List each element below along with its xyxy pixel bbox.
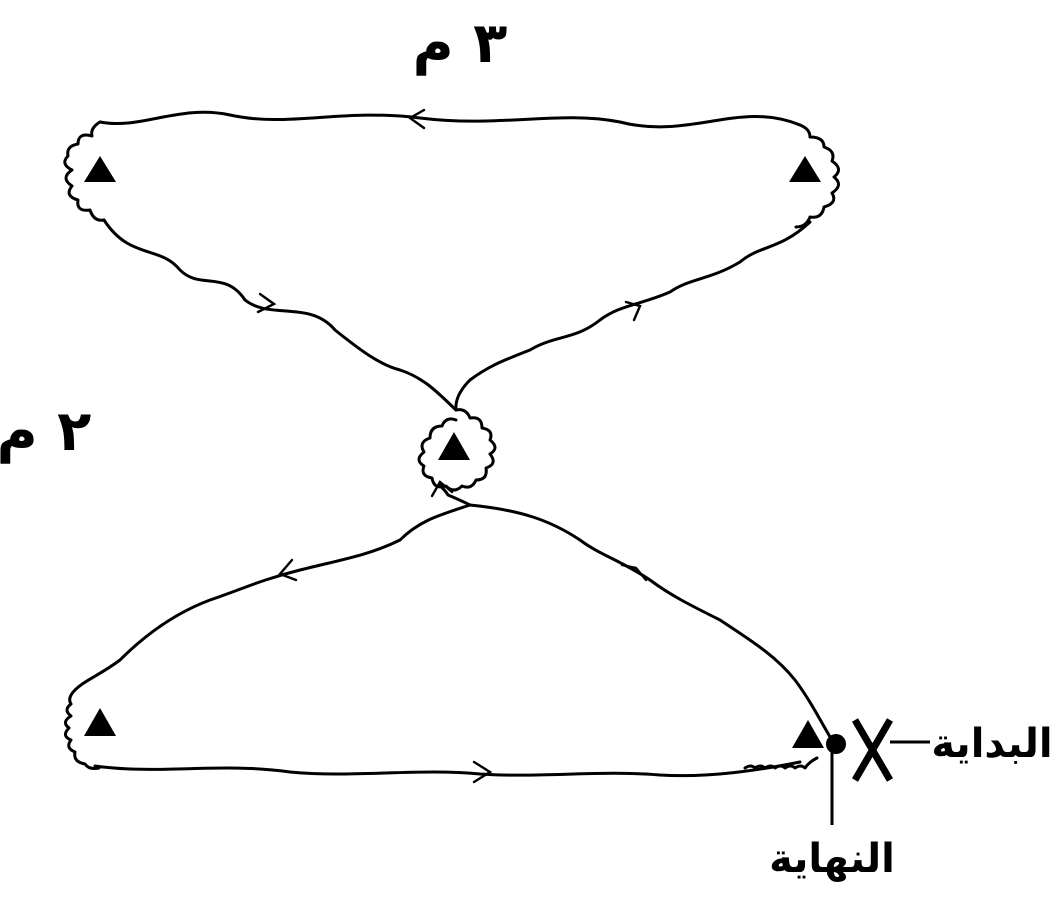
cone-top-left-icon <box>84 156 116 182</box>
loop-top-right-cone <box>794 123 840 229</box>
path-top-horizontal <box>98 110 802 129</box>
arrow-bottom-left-diagonal <box>277 558 298 582</box>
end-dot-icon <box>826 734 846 754</box>
arrow-center-up <box>430 480 454 498</box>
path-top-left-diagonal <box>102 218 458 412</box>
top-dimension-label: ٣ م <box>413 11 508 76</box>
arrow-top-left <box>407 108 426 130</box>
end-label: النهاية <box>769 836 895 882</box>
loop-top-left-cone <box>63 120 106 222</box>
cone-top-right-icon <box>789 156 821 182</box>
path-center-exit <box>438 483 472 507</box>
path-bottom-left-diagonal <box>73 503 472 692</box>
arrow-left-diagonal <box>256 292 277 314</box>
cone-center-icon <box>438 432 470 460</box>
arrow-bottom-right-diagonal <box>620 563 648 582</box>
side-dimension-label: ٢ م <box>0 399 91 464</box>
start-x-icon-stroke-b <box>851 718 894 782</box>
path-bottom-right-diagonal <box>468 503 835 744</box>
arrow-bottom-horizontal <box>472 760 493 784</box>
cone-bottom-right-icon <box>792 720 824 748</box>
loop-bottom-right-cone <box>743 756 819 770</box>
loop-center-cone <box>417 408 497 492</box>
cone-bottom-left-icon <box>84 708 116 736</box>
start-label: البداية <box>931 721 1052 767</box>
path-top-right-diagonal <box>454 220 812 412</box>
loop-bottom-left-cone <box>64 688 101 770</box>
arrow-right-diagonal <box>624 300 642 322</box>
path-bottom-horizontal <box>93 760 802 778</box>
